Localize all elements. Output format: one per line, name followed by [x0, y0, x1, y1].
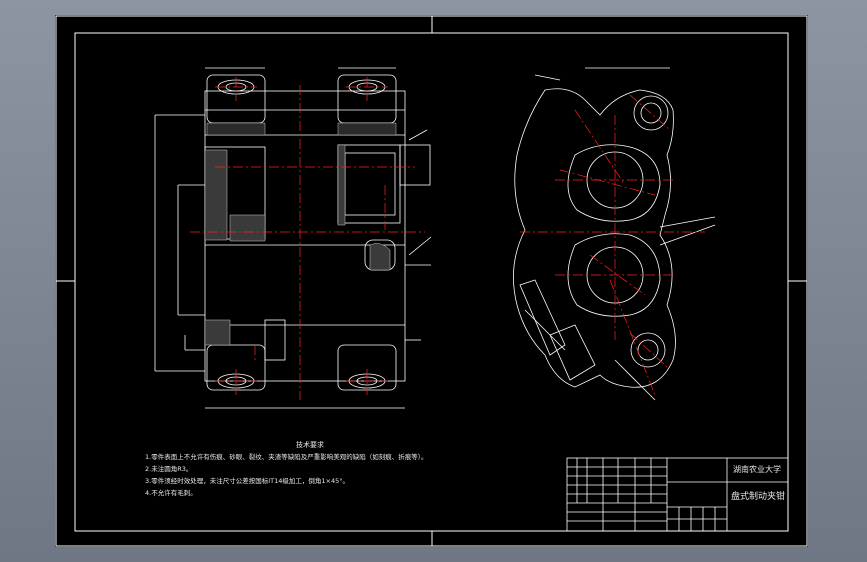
note-line-2: 2.未注圆角R3。	[145, 465, 193, 473]
section-hatching	[204, 122, 397, 346]
technical-notes: 技术要求 1.零件表面上不允许有伤痕、砂眼、裂纹、夹渣等缺陷及严重影响美观的缺陷…	[145, 439, 465, 499]
note-line-1: 1.零件表面上不允许有伤痕、砂眼、裂纹、夹渣等缺陷及严重影响美观的缺陷（如刻痕、…	[145, 453, 428, 461]
cylinder-right	[337, 144, 401, 224]
notes-title: 技术要求	[296, 441, 324, 449]
note-line-3: 3.零件须经时效处理，未注尺寸公差按国标IT14级加工，倒角1×45°。	[145, 477, 349, 485]
note-line-4: 4.不允许有毛刺。	[145, 489, 197, 497]
title-block	[566, 457, 789, 532]
centerlines-left	[190, 77, 425, 400]
cad-drawing	[55, 15, 808, 547]
mount-hole-lower	[630, 332, 666, 368]
right-view	[513, 67, 716, 401]
mount-hole-upper	[633, 95, 669, 131]
caliper-inner	[567, 144, 661, 222]
caliper-outline	[513, 88, 676, 388]
centerlines-right	[520, 94, 705, 396]
left-view	[154, 67, 432, 409]
school-name: 湖南农业大学	[733, 465, 781, 474]
drawing-title: 盘式制动夹钳	[731, 492, 786, 502]
drawing-sheet: 技术要求 1.零件表面上不允许有伤痕、砂眼、裂纹、夹渣等缺陷及严重影响美观的缺陷…	[55, 15, 808, 547]
